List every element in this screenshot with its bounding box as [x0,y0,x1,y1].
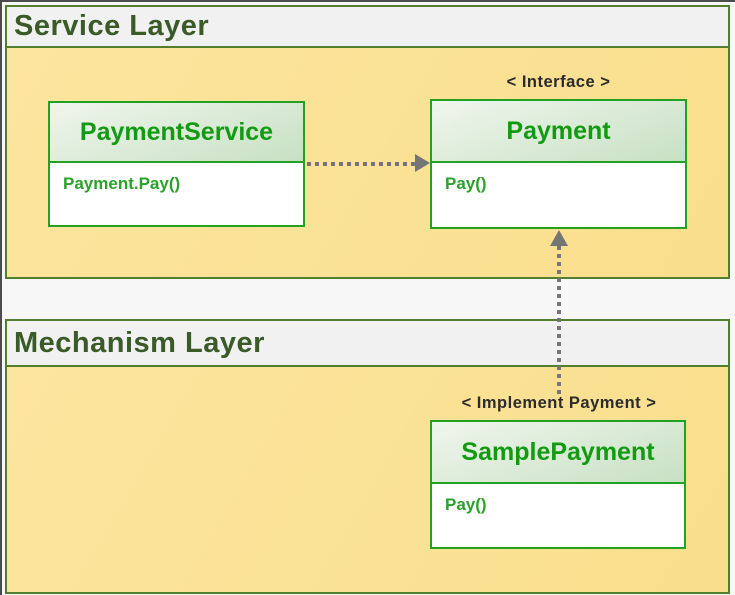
class-header-sample-payment: SamplePayment [432,422,684,484]
service-layer-title: Service Layer [14,10,210,42]
class-header-payment: Payment [432,101,685,163]
class-name-payment: Payment [506,116,611,145]
implement-payment-stereotype-label: < Implement Payment > [461,394,657,412]
class-box-payment-service: PaymentService Payment.Pay() [48,101,305,227]
dependency-arrowhead-right-icon [415,154,430,172]
dependency-arrow-line [307,162,419,166]
interface-stereotype-label: < Interface > [506,73,611,91]
class-member-sample-payment-pay: Pay() [445,495,487,514]
mechanism-layer-title-bar: Mechanism Layer [5,319,730,367]
class-box-payment: Payment Pay() [430,99,687,229]
realization-arrowhead-up-icon [550,230,568,246]
class-name-sample-payment: SamplePayment [461,437,655,466]
class-box-sample-payment: SamplePayment Pay() [430,420,686,549]
class-name-payment-service: PaymentService [79,117,274,146]
realization-arrow-line [557,246,561,394]
mechanism-layer-title: Mechanism Layer [14,326,265,359]
class-member-payment-pay: Pay() [445,174,487,193]
class-header-payment-service: PaymentService [50,103,303,163]
class-member-payment-pay-call: Payment.Pay() [63,174,181,193]
service-layer-title-bar: Service Layer [5,5,730,48]
